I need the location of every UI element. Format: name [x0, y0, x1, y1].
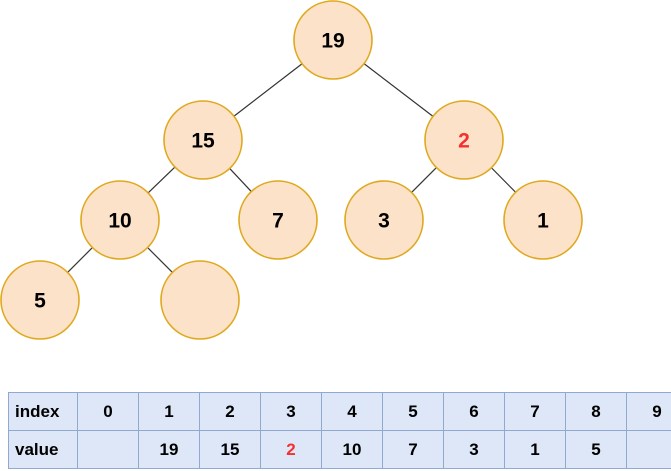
tree-node-19[interactable]: 19 [293, 0, 373, 80]
value-cell-7: 1 [504, 430, 566, 469]
tree-node-7[interactable]: 7 [238, 180, 318, 260]
index-cell-7: 7 [504, 392, 566, 431]
tree-edge [411, 167, 437, 193]
tree-node-empty[interactable] [160, 260, 240, 340]
node-label: 2 [458, 130, 470, 153]
index-cell-8: 8 [565, 392, 627, 431]
value-cell-6: 3 [443, 430, 505, 469]
node-circle[interactable] [238, 180, 318, 260]
node-label: 1 [537, 210, 549, 233]
tree-edge [229, 168, 252, 192]
node-label: 15 [191, 130, 215, 153]
index-cell-6: 6 [443, 392, 505, 431]
node-label: 3 [378, 210, 390, 233]
tree-edge [147, 247, 173, 273]
value-cell-5: 7 [382, 430, 444, 469]
tree-edges [67, 63, 517, 273]
node-circle[interactable] [163, 100, 243, 180]
node-circle[interactable] [293, 0, 373, 80]
index-cell-2: 2 [199, 392, 261, 431]
tree-edge [490, 167, 517, 193]
node-circle[interactable] [503, 180, 583, 260]
row-label-value: value [8, 430, 78, 469]
tree-node-10[interactable]: 10 [80, 180, 160, 260]
value-cell-9 [626, 430, 671, 469]
node-circle[interactable] [424, 100, 504, 180]
index-cell-0: 0 [77, 392, 139, 431]
index-cell-1: 1 [138, 392, 200, 431]
node-label: 19 [321, 30, 344, 53]
value-cell-3: 2 [260, 430, 322, 469]
tree-node-15[interactable]: 15 [163, 100, 243, 180]
tree-node-3[interactable]: 3 [344, 180, 424, 260]
tree-edge [67, 247, 93, 273]
value-cell-2: 15 [199, 430, 261, 469]
tree-edge [233, 63, 303, 117]
value-cell-0 [77, 430, 139, 469]
node-label: 10 [108, 210, 131, 233]
value-cell-1: 19 [138, 430, 200, 469]
tree-edge [147, 166, 176, 194]
value-cell-4: 10 [321, 430, 383, 469]
index-cell-9: 9 [626, 392, 671, 431]
index-cell-4: 4 [321, 392, 383, 431]
node-circle[interactable] [160, 260, 240, 340]
node-label: 5 [34, 290, 46, 313]
index-cell-5: 5 [382, 392, 444, 431]
tree-node-2[interactable]: 2 [424, 100, 504, 180]
node-label: 7 [272, 210, 284, 233]
tree-node-5[interactable]: 5 [0, 260, 80, 340]
index-cell-3: 3 [260, 392, 322, 431]
row-label-index: index [8, 392, 78, 431]
node-circle[interactable] [80, 180, 160, 260]
node-circle[interactable] [0, 260, 80, 340]
tree-node-1[interactable]: 1 [503, 180, 583, 260]
node-circle[interactable] [344, 180, 424, 260]
value-cell-8: 5 [565, 430, 627, 469]
tree-edge [363, 63, 434, 117]
